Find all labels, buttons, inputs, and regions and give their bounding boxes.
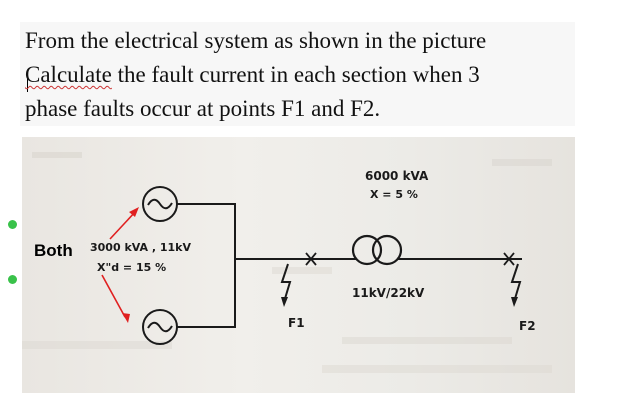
transformer-rating: 6000 kVA [365,169,429,183]
both-pointer-arrows [101,207,139,323]
question-line-1: From the electrical system as shown in t… [25,28,487,53]
circuit-diagram: 3000 kVA , 11kV X"d = 15 % 6000 kVA X = … [22,152,552,373]
circuit-diagram-photo: 3000 kVA , 11kV X"d = 15 % 6000 kVA X = … [22,137,575,393]
question-text-box: From the electrical system as shown in t… [20,22,575,126]
question-line-2: Calculate the fault current in each sect… [25,62,480,88]
transformer-secondary [371,234,403,266]
transformer-voltage: 11kV/22kV [352,286,425,300]
fault-2-arrow [510,263,522,303]
question-line-2-rest: the fault current in each section when 3 [111,62,480,87]
resize-handle-bottom[interactable] [8,275,17,284]
text-cursor [27,72,28,92]
transformer-reactance: X = 5 % [370,188,418,201]
fault-1-label: F1 [288,316,305,330]
resize-handle-top[interactable] [8,220,17,229]
question-line-3: phase faults occur at points F1 and F2. [25,96,381,121]
breaker-marks [305,252,515,266]
background-scribbles [22,152,552,373]
spellcheck-word: Calculate [25,62,112,87]
generator-1-sine [147,198,173,210]
both-annotation-label: Both [34,241,73,260]
fault-1-arrow [280,263,292,303]
generator-reactance: X"d = 15 % [97,261,166,274]
fault-2-label: F2 [519,319,536,333]
transformer-primary [351,234,383,266]
generator-rating: 3000 kVA , 11kV [90,241,192,254]
bus-wiring [177,203,522,328]
generator-2-sine [147,321,173,333]
